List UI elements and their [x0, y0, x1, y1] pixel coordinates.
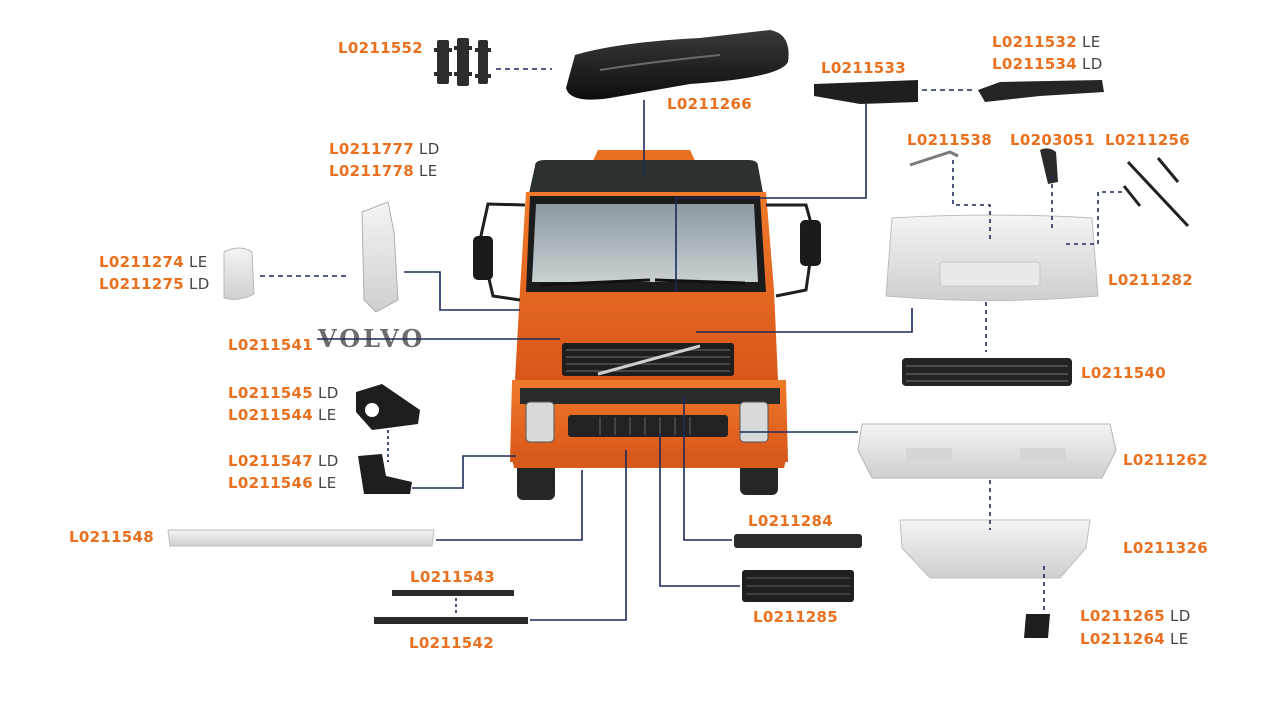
label-l0211266: L0211266: [667, 95, 753, 113]
label-l0211533: L0211533: [821, 59, 907, 77]
part-side-cap[interactable]: [223, 247, 255, 300]
part-bumper[interactable]: [857, 423, 1117, 479]
label-l0211552: L0211552: [338, 39, 424, 57]
label-l0211538: L0211538: [907, 131, 993, 149]
headlamp-left: [525, 401, 555, 443]
part-front-panel[interactable]: [885, 214, 1099, 301]
windshield-glass: [532, 204, 758, 282]
mirror-right: [800, 220, 821, 266]
part-sun-visor[interactable]: [566, 30, 789, 100]
headlamp-right: [739, 401, 769, 443]
label-l0211262: L0211262: [1123, 451, 1209, 469]
wiper-left: [539, 278, 651, 287]
lower-grille-opening: [568, 415, 728, 437]
leader-lines: [260, 68, 1122, 621]
label-l0211542: L0211542: [409, 634, 495, 652]
label-l0211540: L0211540: [1081, 364, 1167, 382]
truck-illustration: [473, 150, 821, 500]
grille-diagonal-emblem: [597, 344, 701, 376]
part-bumper-corner[interactable]: [356, 384, 420, 430]
wiper-right: [654, 278, 746, 285]
part-deflector-center[interactable]: [814, 80, 918, 104]
bumper-lower-lip: [510, 450, 788, 468]
part-bumper-trim[interactable]: [167, 529, 435, 547]
label-l0203051: L0203051: [1010, 131, 1096, 149]
label-l0211541: L0211541: [228, 336, 314, 354]
bumper-dark-band: [520, 388, 780, 404]
label-l0211282: L0211282: [1108, 271, 1194, 289]
part-brackets[interactable]: [434, 38, 491, 86]
part-gas-struts[interactable]: [1122, 157, 1190, 228]
label-l0211284: L0211284: [748, 512, 834, 530]
mirror-left: [473, 236, 493, 280]
label-l0211326: L0211326: [1123, 539, 1209, 557]
part-step[interactable]: [358, 454, 412, 494]
part-corner-cap[interactable]: [361, 201, 399, 313]
label-l0211256: L0211256: [1105, 131, 1191, 149]
part-grille[interactable]: [902, 358, 1072, 386]
part-strip-lower[interactable]: [374, 617, 528, 624]
label-l0211543: L0211543: [410, 568, 496, 586]
part-handle[interactable]: [1040, 148, 1058, 184]
part-lower-bumper[interactable]: [899, 519, 1091, 579]
part-wiper-arm[interactable]: [909, 150, 959, 167]
part-deflector-side[interactable]: [978, 80, 1104, 102]
part-strip-upper[interactable]: [392, 590, 514, 596]
part-small-grille[interactable]: [734, 534, 862, 548]
label-l0211285: L0211285: [753, 608, 839, 626]
cab-roof: [528, 160, 764, 198]
label-l0211548: L0211548: [69, 528, 155, 546]
part-end-cap[interactable]: [1024, 614, 1050, 638]
